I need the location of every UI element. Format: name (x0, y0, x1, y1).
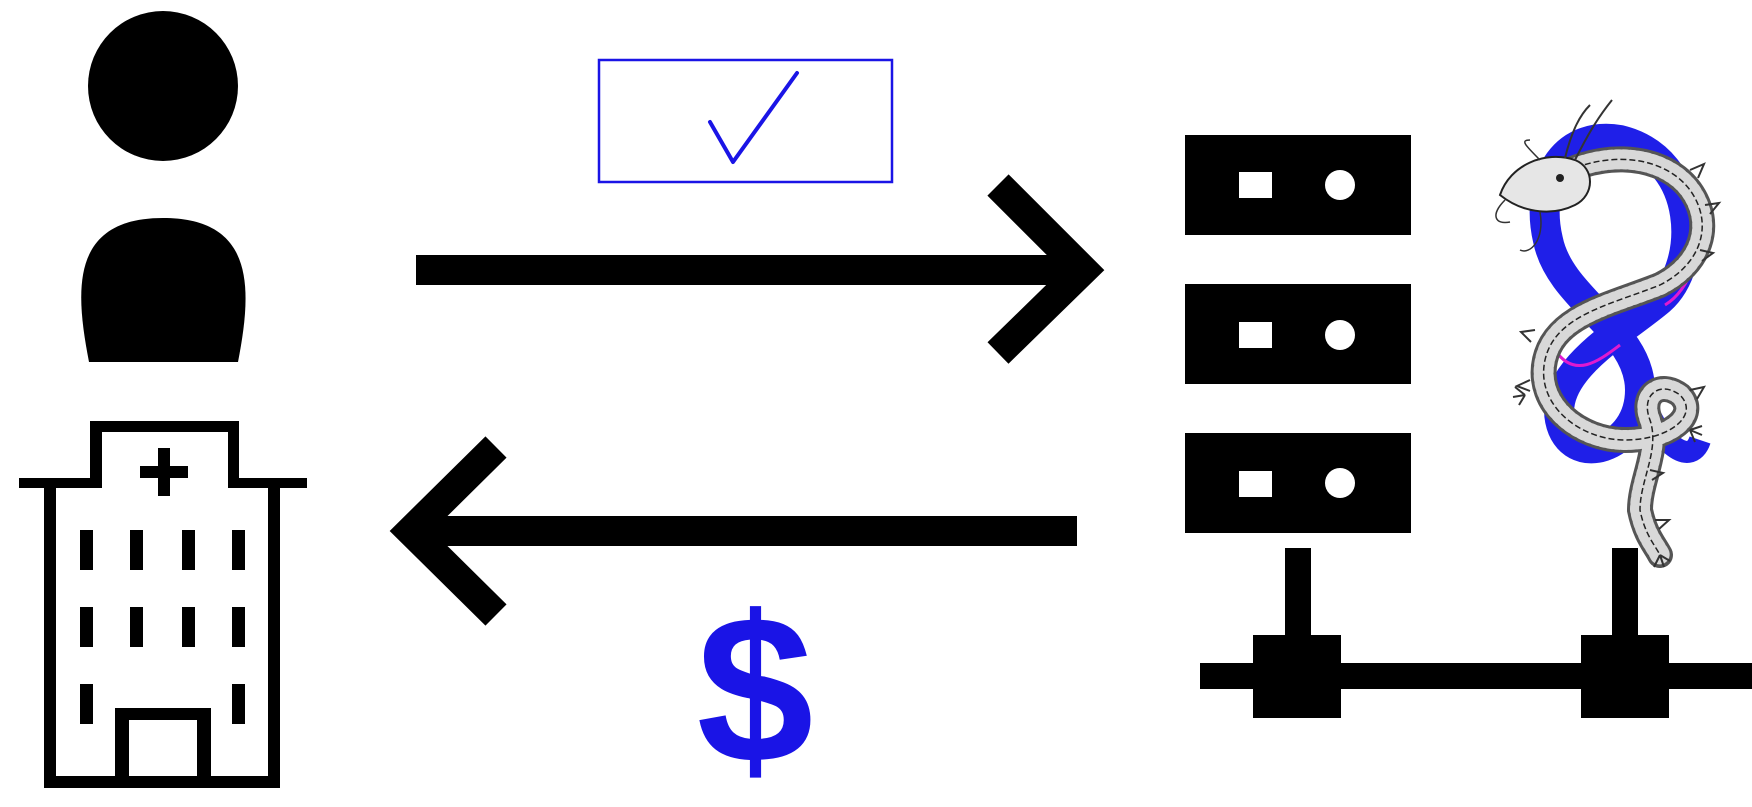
server-rack-icon (1185, 135, 1411, 533)
server-unit (1185, 135, 1411, 235)
hospital-icon (19, 421, 307, 788)
arrow-right-icon (416, 174, 1105, 364)
network-bus-icon (1200, 548, 1752, 718)
server-unit (1185, 284, 1411, 384)
payment-dollar-sign: $ (696, 572, 814, 807)
checkmark-icon (708, 71, 799, 164)
arrow-left-icon (389, 436, 1077, 626)
dragon-infinity-logo (1495, 99, 1722, 568)
approval-checkbox (597, 58, 894, 184)
server-unit (1185, 433, 1411, 533)
person-icon (81, 11, 246, 362)
